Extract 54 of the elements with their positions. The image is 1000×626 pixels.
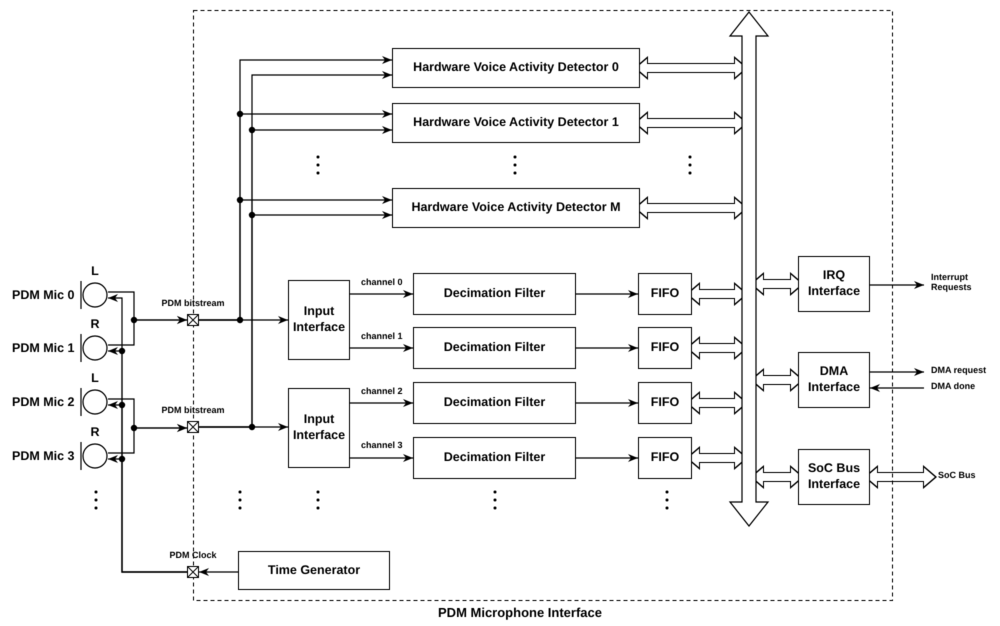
signal-label: SoC Bus xyxy=(938,470,988,484)
process-box: Hardware Voice Activity Detector 0 xyxy=(392,48,640,88)
process-box: Time Generator xyxy=(238,551,390,590)
microphone-label: PDM Mic 1 xyxy=(12,341,75,355)
arrow xyxy=(199,316,288,324)
signal-label: DMA request xyxy=(931,365,997,379)
arrow xyxy=(576,399,638,407)
arrow xyxy=(199,568,238,576)
process-box: Input Interface xyxy=(288,280,350,360)
signal-label: Interrupt Requests xyxy=(931,272,991,298)
process-box: SoC Bus Interface xyxy=(798,449,870,505)
arrow xyxy=(350,344,413,352)
group-title: PDM Microphone Interface xyxy=(438,605,602,620)
arrow xyxy=(576,454,638,462)
process-box: Hardware Voice Activity Detector M xyxy=(392,188,640,228)
arrow xyxy=(870,384,924,392)
signal-label: DMA done xyxy=(931,381,991,395)
arrow xyxy=(108,424,187,454)
process-box: Decimation Filter xyxy=(413,437,576,479)
arrow xyxy=(199,423,288,431)
arrow xyxy=(350,399,413,407)
arrow xyxy=(870,368,924,376)
edge-label: channel 1 xyxy=(360,332,404,341)
channel-side-label: R xyxy=(90,425,100,439)
channel-side-label: L xyxy=(91,264,99,278)
process-box: Input Interface xyxy=(288,388,350,468)
process-box: Decimation Filter xyxy=(413,382,576,424)
arrow xyxy=(350,454,413,462)
arrow xyxy=(576,344,638,352)
process-box: FIFO xyxy=(638,273,692,315)
arrow xyxy=(870,281,924,289)
process-box: IRQ Interface xyxy=(798,256,870,312)
edge-label: channel 3 xyxy=(360,441,404,450)
process-box: FIFO xyxy=(638,327,692,369)
process-box: FIFO xyxy=(638,437,692,479)
signal-label: PDM bitstream xyxy=(162,405,224,416)
arrow xyxy=(350,290,413,298)
microphone-label: PDM Mic 3 xyxy=(12,449,75,463)
edge-label: channel 2 xyxy=(360,387,404,396)
signal-label: PDM bitstream xyxy=(162,298,224,308)
process-box: DMA Interface xyxy=(798,352,870,408)
microphone-label: PDM Mic 2 xyxy=(12,395,75,409)
process-box: Decimation Filter xyxy=(413,327,576,369)
arrow xyxy=(108,316,187,346)
arrow xyxy=(576,290,638,298)
process-box: Hardware Voice Activity Detector 1 xyxy=(392,103,640,143)
microphone-label: PDM Mic 0 xyxy=(12,288,75,302)
signal-label: PDM Clock xyxy=(170,550,216,560)
process-box: FIFO xyxy=(638,382,692,424)
process-box: Decimation Filter xyxy=(413,273,576,315)
channel-side-label: L xyxy=(91,371,99,385)
arrow xyxy=(108,455,187,573)
channel-side-label: R xyxy=(90,317,100,331)
edge-label: channel 0 xyxy=(360,278,404,287)
